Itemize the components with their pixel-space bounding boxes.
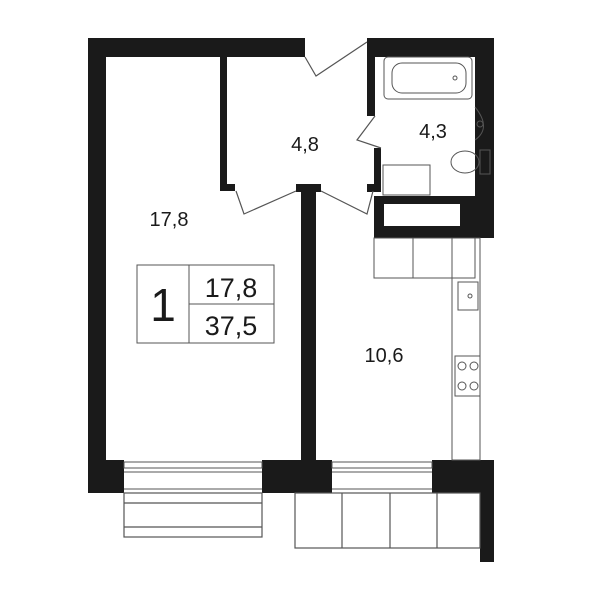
- balcony-left-frame: [123, 492, 263, 538]
- room-area-kitchen: 10,6: [365, 345, 404, 367]
- windows: [123, 461, 433, 490]
- wall-bottom-left: [88, 460, 124, 493]
- wall-hall-left: [220, 55, 227, 190]
- entrance-door: [304, 41, 368, 77]
- room-area-bath: 4,3: [419, 121, 447, 143]
- exterior-walls: [88, 38, 494, 562]
- bathtub-icon: [383, 56, 473, 100]
- window-kitchen: [331, 461, 433, 469]
- apartment-info-card: 1 17,8 37,5: [136, 264, 275, 344]
- washer-icon: [382, 164, 431, 196]
- kitchen-door: [320, 190, 374, 215]
- toilet-tank: [479, 149, 491, 175]
- wall-bath-left-lower: [367, 184, 379, 192]
- stove-burner-2: [469, 361, 479, 371]
- bathroom-fixtures: [382, 56, 491, 196]
- wall-bath-left-upper: [367, 38, 375, 116]
- rooms-count: 1: [150, 279, 176, 331]
- wall-right-upper: [475, 38, 494, 238]
- window-living: [123, 461, 263, 469]
- wall-left: [88, 38, 106, 493]
- wall-bottom-right: [432, 460, 494, 493]
- total-area-value: 37,5: [205, 311, 258, 341]
- wall-living-kitchen: [301, 188, 316, 460]
- room-area-hall: 4,8: [291, 134, 319, 156]
- interior-walls: [220, 38, 494, 460]
- kitchen-fixtures: [373, 237, 481, 461]
- wall-top-right: [367, 38, 494, 57]
- wall-bottom-middle: [262, 460, 332, 493]
- room-area-living: 17,8: [150, 209, 189, 231]
- kitchen-top-cabinets: [373, 237, 476, 279]
- balcony-left: [123, 492, 263, 538]
- wall-top-left: [88, 38, 305, 57]
- kitchen-counter: [451, 237, 481, 461]
- hall-door: [235, 190, 297, 215]
- stove-burner-1: [457, 361, 467, 371]
- sink-drain: [476, 120, 484, 128]
- wall-closet-left: [374, 196, 384, 234]
- living-area-value: 17,8: [205, 273, 258, 303]
- wall-hall-door-jamb: [296, 184, 321, 192]
- bathtub-inner: [391, 62, 467, 94]
- balcony-right-frame: [294, 492, 481, 549]
- wall-hall-bottom-left: [220, 184, 235, 191]
- wall-bath-left-stub: [374, 148, 381, 192]
- bathtub-drain: [452, 75, 458, 81]
- wall-closet-top: [374, 196, 474, 204]
- balcony-right: [294, 492, 481, 549]
- sink-icon: [474, 106, 484, 141]
- toilet-icon: [450, 150, 480, 174]
- stove-burner-4: [469, 381, 479, 391]
- kitchen-sink-drain: [467, 293, 473, 299]
- kitchen-sink-icon: [457, 281, 479, 311]
- wall-closet-right: [460, 196, 478, 234]
- bath-door: [356, 115, 382, 149]
- stove-icon: [454, 355, 481, 397]
- stove-burner-3: [457, 381, 467, 391]
- doors: [235, 41, 382, 215]
